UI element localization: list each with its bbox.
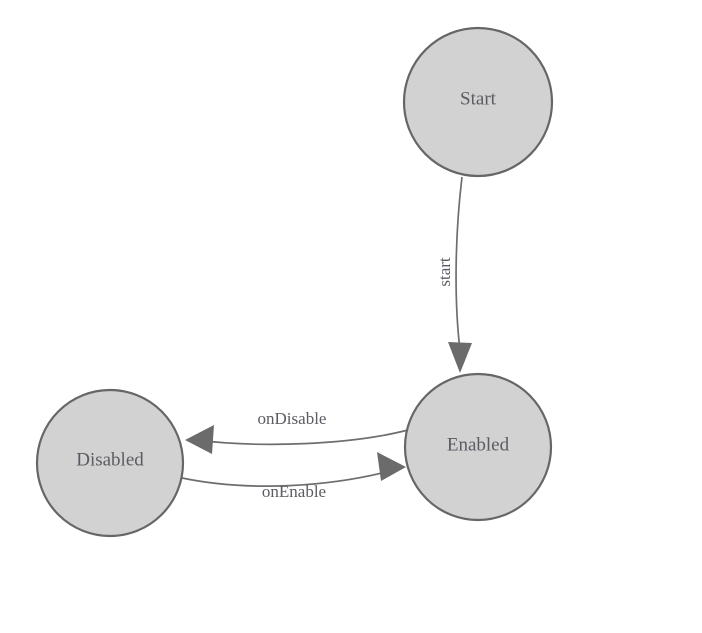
node-start[interactable]: Start — [402, 26, 554, 178]
node-start-label: Start — [460, 88, 497, 109]
edge-disabled-to-enabled[interactable]: onEnable — [181, 452, 406, 501]
edge-path-enabled-to-disabled — [195, 429, 409, 446]
edge-label-onenable: onEnable — [262, 482, 326, 501]
arrowhead-down-icon — [448, 342, 472, 373]
node-start-circle — [402, 26, 554, 178]
node-disabled-circle — [35, 388, 185, 538]
node-disabled[interactable]: Disabled — [35, 388, 185, 538]
edge-label-ondisable: onDisable — [258, 409, 327, 428]
node-enabled-circle — [403, 372, 553, 522]
node-enabled-label: Enabled — [447, 434, 510, 455]
arrowhead-right-icon — [377, 452, 406, 481]
node-enabled[interactable]: Enabled — [403, 372, 553, 522]
edge-path-disabled-to-enabled — [181, 469, 395, 487]
edge-path-start-to-enabled — [455, 176, 463, 351]
edge-enabled-to-disabled[interactable]: onDisable — [185, 409, 409, 454]
node-disabled-label: Disabled — [76, 449, 144, 470]
edge-start-to-enabled[interactable]: start — [435, 176, 472, 373]
edge-label-start: start — [435, 257, 454, 287]
arrowhead-left-icon — [185, 425, 214, 454]
